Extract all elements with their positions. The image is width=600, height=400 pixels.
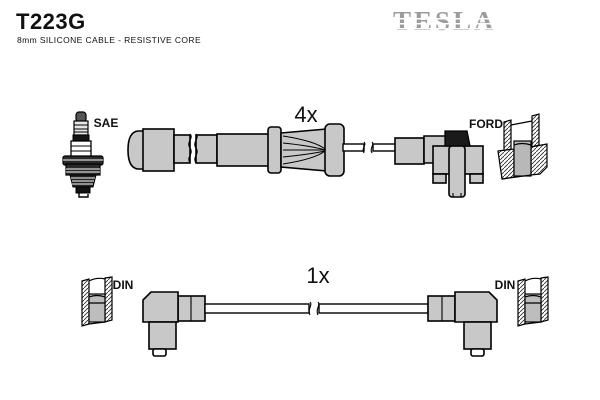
din-terminal-cross-section-icon-right: [517, 276, 549, 327]
coil-angle-boot-right: [427, 291, 498, 357]
din-label-left: DIN: [113, 278, 134, 292]
plug-wire-quantity-label: 4x: [294, 102, 317, 127]
coil-wire-quantity-label: 1x: [306, 263, 329, 288]
din-terminal-cross-section-icon-left: [81, 276, 113, 327]
spark-plug-icon: [62, 111, 104, 198]
product-subtitle: 8mm SILICONE CABLE - RESISTIVE CORE: [17, 35, 202, 45]
straight-boot-assembly: [127, 123, 345, 177]
tesla-brand-logo: TESLA: [393, 7, 503, 35]
coil-angle-boot-left: [142, 291, 206, 357]
plug-wire-cable: [342, 141, 397, 154]
coil-wire-cable: [204, 301, 429, 316]
din-label-right: DIN: [495, 278, 516, 292]
ford-angle-boot: [394, 130, 484, 198]
ford-terminal-cross-section-icon: [497, 113, 548, 180]
part-number: T223G: [16, 9, 86, 34]
ford-label: FORD: [469, 117, 503, 131]
sae-label: SAE: [94, 116, 119, 130]
